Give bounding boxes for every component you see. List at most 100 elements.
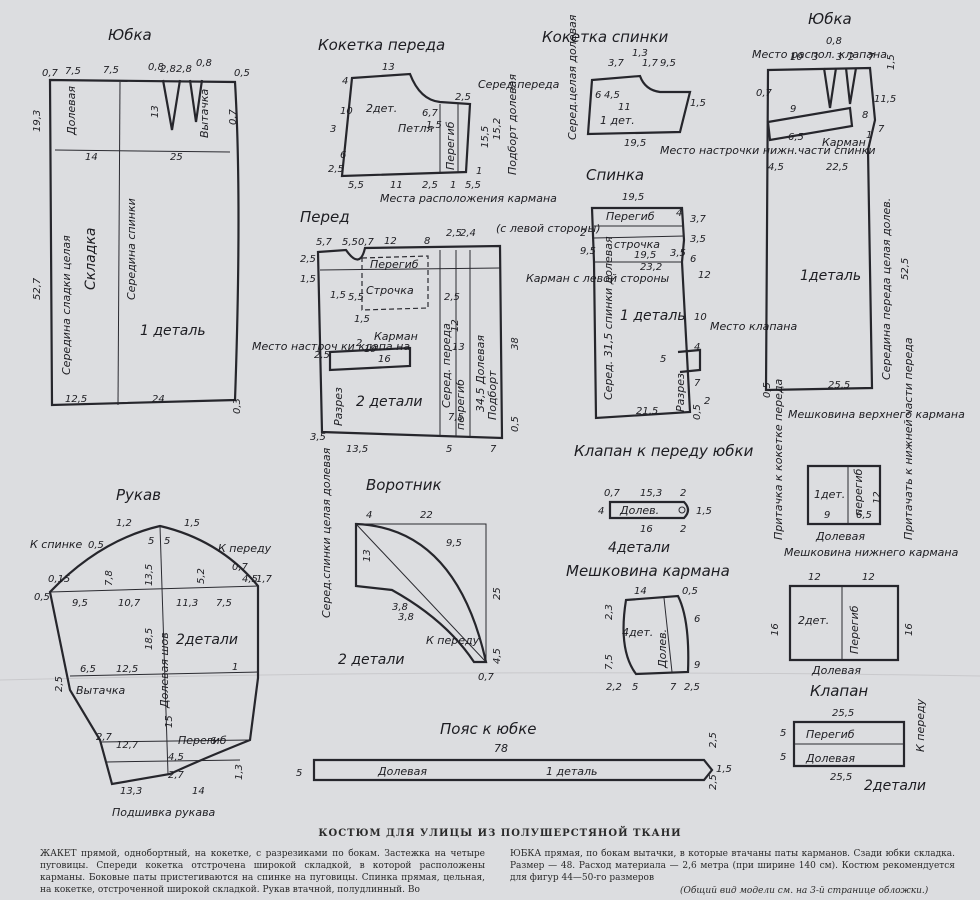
dimension-label: 2,3	[604, 604, 615, 620]
front-yoke-pocket-side: (с левой стороны)	[496, 222, 601, 235]
dimension-label: 6	[210, 736, 216, 747]
dimension-label: 25,5	[828, 380, 850, 391]
dimension-label: 7,5	[65, 66, 81, 77]
dimension-label: 12,7	[116, 740, 139, 751]
collar-front: К переду	[426, 634, 480, 647]
dimension-label: 21,5	[636, 406, 658, 417]
dimension-label: 0,5	[682, 586, 698, 597]
sleeve-fold: Перегиб	[178, 734, 227, 747]
front-stitch: Строчка	[366, 284, 414, 297]
sleeve-front: К переду	[218, 542, 272, 555]
dimension-label: 12,5	[65, 394, 87, 405]
flap-title: Клапан	[810, 682, 868, 700]
dimension-label: 0,7	[232, 562, 249, 573]
upper-pocket-title: Мешковина верхнего кармана	[788, 408, 965, 421]
dimension-label: 2,5	[314, 350, 330, 361]
front-pocket: Карман	[374, 330, 418, 343]
dimension-label: 0,5	[762, 382, 773, 398]
waistband-parts: 1 деталь	[546, 765, 598, 778]
dimension-label: 3	[330, 124, 336, 135]
skirt-front-pocket: Карман	[822, 136, 866, 149]
dimension-label: 0,8	[196, 58, 212, 69]
dimension-label: 13,5	[346, 444, 368, 455]
dimension-label: 2,7	[168, 770, 185, 781]
dimension-label: 2,5	[54, 676, 65, 692]
dimension-label: 15,2	[492, 118, 503, 140]
dimension-label: 0,7	[358, 237, 375, 248]
dimension-label: 14	[634, 586, 647, 597]
dimension-label: 23,2	[640, 262, 662, 273]
dimension-label: 0,5	[234, 68, 250, 79]
dimension-label: 1	[866, 130, 872, 141]
sleeve-facing: Подшивка рукава	[112, 806, 216, 819]
caption-heading: КОСТЮМ ДЛЯ УЛИЦЫ ИЗ ПОЛУШЕРСТЯНОЙ ТКАНИ	[318, 828, 682, 839]
collar-center: Серед.спинки целая долевая	[320, 447, 333, 618]
dimension-label: 38	[510, 337, 521, 350]
dimension-label: 14	[85, 152, 98, 163]
dimension-label: 2,7	[96, 732, 113, 743]
skirt-front-piece: Юбка Место распол. клапана Карман 1детал…	[752, 10, 911, 398]
back-fold: Перегиб	[606, 210, 655, 223]
collar-parts: 2 детали	[338, 652, 404, 668]
dimension-label: 5,7	[316, 237, 333, 248]
dimension-label: 8	[424, 236, 430, 247]
back-yoke-parts: 1 дет.	[600, 114, 635, 127]
dimension-label: 12,5	[116, 664, 138, 675]
dimension-label: 12	[862, 572, 875, 583]
dimension-label: 19,5	[622, 192, 644, 203]
dimension-label: 6	[595, 90, 601, 101]
dimension-label: 12	[698, 270, 711, 281]
dimension-label: 2,5	[446, 228, 462, 239]
dimension-label: 2,5	[444, 292, 460, 303]
front-grain: 34,5 Долевая	[474, 335, 487, 412]
dimension-label: 0,8	[148, 62, 164, 73]
dimension-label: 7	[670, 682, 677, 693]
skirt-back-title: Юбка	[108, 26, 152, 44]
flap-fold: Перегиб	[806, 728, 855, 741]
dimension-label: 2	[680, 524, 686, 535]
dimension-label: 1,3	[234, 764, 245, 780]
pocket-bag-title: Мешковина кармана	[566, 562, 730, 580]
back-parts: 1 деталь	[620, 308, 686, 324]
dimension-label: 13	[452, 342, 465, 353]
dimension-label: 11,5	[874, 94, 896, 105]
sleeve-title: Рукав	[116, 486, 161, 504]
dimension-label: 2,5	[708, 732, 719, 748]
dimension-label: 3,7	[608, 58, 625, 69]
lower-pocket-piece: Мешковина нижнего кармана 2дет. Перегиб …	[770, 546, 959, 677]
dimension-label: 12	[384, 236, 397, 247]
dimension-label: 19,3	[32, 110, 43, 132]
skirt-flap-parts: 4детали	[608, 540, 670, 556]
dimension-label: 0,7	[42, 68, 59, 79]
sleeve-parts: 2детали	[176, 632, 238, 648]
dimension-label: 16	[640, 524, 653, 535]
upper-pocket-attach1: Притачка к кокетке переда	[772, 379, 785, 540]
front-slit: Разрез	[332, 387, 345, 426]
dimension-label: 1,5	[426, 120, 442, 131]
dimension-label: 2,2	[606, 682, 622, 693]
dimension-label: 1,5	[690, 98, 706, 109]
dimension-label: 9	[694, 660, 700, 671]
dimension-label: 6,5	[856, 510, 872, 521]
dimension-label: 1,2	[116, 518, 132, 529]
back-slit: Разрез	[674, 373, 687, 412]
dimension-label: 10	[694, 312, 707, 323]
dimension-label: 25,5	[832, 708, 854, 719]
dimension-label: 5	[446, 444, 452, 455]
pocket-bag-parts: 4дет.	[622, 626, 653, 639]
dimension-label: 15,3	[640, 488, 662, 499]
dimension-label: 9,5	[580, 246, 596, 257]
dimension-label: 7	[868, 52, 875, 63]
dimension-label: 25	[170, 152, 183, 163]
dimension-label: 5,5	[348, 180, 364, 191]
dimension-label: 7	[694, 378, 701, 389]
dimension-label: 52,7	[32, 277, 43, 300]
front-yoke-trim: Подборт долевая	[506, 74, 519, 175]
dimension-label: 2	[680, 488, 686, 499]
back-stitch: строчка	[614, 238, 660, 251]
lower-pocket-parts: 2дет.	[798, 614, 829, 627]
back-piece: Спинка Перегиб строчка Серед. 31,5 спинк…	[580, 166, 797, 420]
front-fold2: пе региб	[454, 379, 467, 430]
dimension-label: 9,5	[446, 538, 462, 549]
caption-note: (Общий вид модели см. на 3-й странице об…	[680, 886, 929, 896]
